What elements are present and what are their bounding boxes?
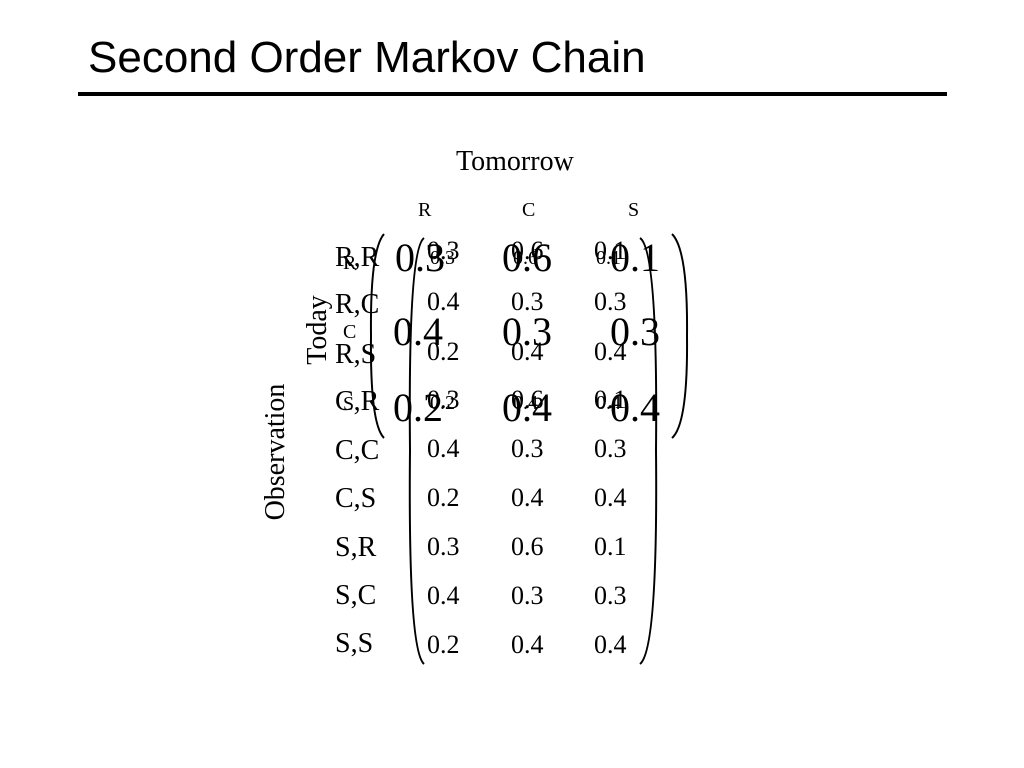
matrix-cell: 0.6 [511,385,544,414]
big-matrix-right-bracket [639,237,658,665]
row-label-cr: C,R [335,386,380,417]
matrix-cell: 0.4 [511,630,544,659]
matrix-cell: 0.4 [427,581,460,610]
matrix-cell: 0.6 [511,236,544,265]
small-cell: 0.1 [596,247,621,269]
matrix-cell: 0.3 [511,581,544,610]
small-row-label-s: S [343,393,355,415]
matrix-cell: 0.3 [594,581,627,610]
matrix-cell: 0.1 [594,532,627,561]
matrix-cell: 0.1 [594,236,627,265]
today-label: Today [302,295,333,365]
tomorrow-label: Tomorrow [456,146,574,177]
row-label-sc: S,C [335,580,377,611]
overlay-cell: 0.3 [502,309,552,354]
small-cell: 0.2 [430,392,455,414]
row-label-cc: C,C [335,435,380,466]
matrix-cell: 0.3 [594,434,627,463]
column-header-r: R [418,199,432,221]
column-header-s: S [628,199,640,221]
matrix-cell: 0.4 [511,337,544,366]
column-header-c: C [522,199,536,221]
matrix-cell: 0.4 [427,434,460,463]
row-label-rc: R,C [335,289,380,320]
small-cell: 0.4 [596,392,621,414]
overlay-cell: 0.6 [502,235,552,280]
title-underline [78,92,947,96]
matrix-cell: 0.3 [511,287,544,316]
row-label-sr: S,R [335,532,377,563]
small-cell: 0.4 [513,392,538,414]
matrix-cell: 0.3 [511,434,544,463]
observation-label: Observation [260,383,291,521]
row-label-rr: R,R [335,242,380,273]
matrix-cell: 0.1 [594,385,627,414]
row-label-ss: S,S [335,628,374,659]
matrix-cell: 0.4 [511,483,544,512]
matrix-cell: 0.3 [427,532,460,561]
matrix-cell: 0.3 [594,287,627,316]
matrix-cell: 0.4 [594,483,627,512]
small-cell: 0.3 [430,247,455,269]
matrix-cell: 0.6 [511,532,544,561]
row-label-rs: R,S [335,339,377,370]
small-row-label-r: R [343,252,357,274]
big-matrix-left-bracket [408,237,425,665]
matrix-cell: 0.2 [427,483,460,512]
matrix-cell: 0.3 [427,385,460,414]
matrix-cell: 0.2 [427,630,460,659]
small-matrix-right-bracket [671,233,689,439]
overlay-cell: 0.4 [502,385,552,430]
slide-title: Second Order Markov Chain [88,33,646,82]
matrix-cell: 0.2 [427,337,460,366]
matrix-cell: 0.4 [594,630,627,659]
matrix-cell: 0.3 [427,236,460,265]
matrix-cell: 0.4 [427,287,460,316]
row-label-cs: C,S [335,483,377,514]
small-row-label-c: C [343,321,357,343]
matrix-cell: 0.4 [594,337,627,366]
small-cell: 0.6 [513,247,538,269]
